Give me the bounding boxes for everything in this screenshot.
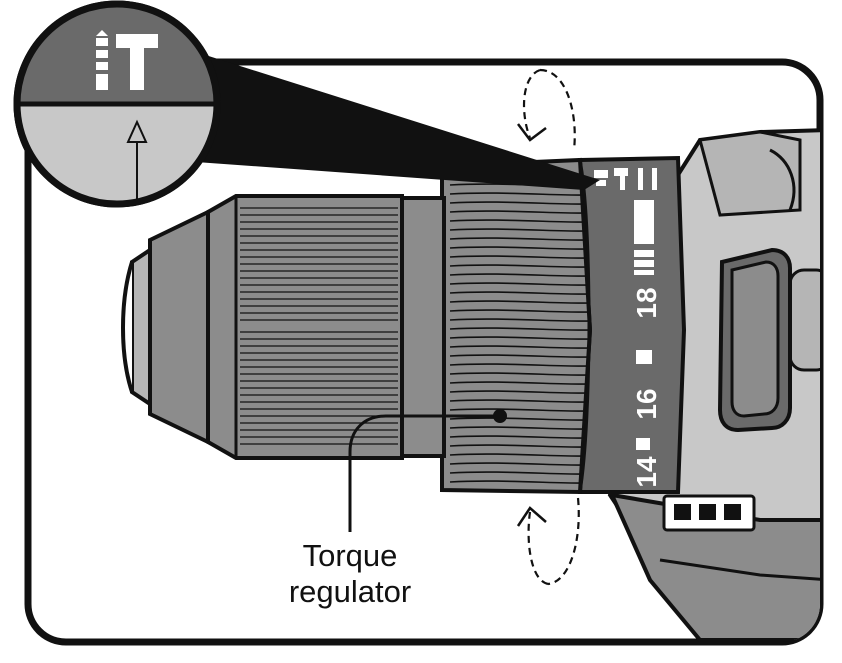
collar-rib <box>449 381 590 385</box>
scale-label-14: 14 <box>631 456 662 488</box>
collar-rib <box>449 462 590 466</box>
collar-rib <box>449 453 590 457</box>
collar-rib <box>449 480 590 484</box>
collar-rib <box>449 327 590 331</box>
hammer-drill-icon <box>116 34 158 90</box>
collar-rib <box>449 399 590 403</box>
collar-rib <box>449 318 590 322</box>
collar-rib <box>449 372 590 376</box>
collar-rib <box>449 426 590 430</box>
collar-rib <box>449 219 590 223</box>
rotation-arrows <box>516 68 580 586</box>
collar-rib <box>449 255 590 259</box>
collar-rib <box>449 354 590 358</box>
collar-rib <box>449 273 590 277</box>
collar-rib <box>449 345 590 349</box>
collar-rib <box>449 210 590 214</box>
torque-regulator-label: Torque <box>303 538 398 573</box>
collar-rib <box>449 291 590 295</box>
rotation-arrow-top <box>539 68 576 151</box>
scale-label-18: 18 <box>631 287 662 318</box>
chuck-sleeve <box>206 194 446 460</box>
magnifier-wedge <box>196 52 600 190</box>
collar-rib <box>449 237 590 241</box>
collar-rib <box>449 408 590 412</box>
collar-rib <box>449 390 590 394</box>
collar-rib <box>449 201 590 205</box>
rotation-arrow-bottom <box>547 497 580 586</box>
collar-rib <box>449 309 590 313</box>
drill-bit-icon <box>96 30 108 90</box>
collar-rib <box>449 417 590 421</box>
callout-leader <box>348 409 507 532</box>
collar-rib <box>449 300 590 304</box>
collar-rib <box>449 228 590 232</box>
collar-rib <box>449 336 590 340</box>
collar-rib <box>449 282 590 286</box>
collar-rib <box>449 471 590 475</box>
collar-rib <box>449 363 590 367</box>
collar-rib <box>449 264 590 268</box>
torque-regulator-collar <box>440 157 593 495</box>
collar-rib <box>449 435 590 439</box>
torque-scale-ring: 18 16 14 <box>577 155 687 494</box>
pointer-arrow-icon <box>126 119 148 200</box>
collar-rib <box>449 246 590 250</box>
collar-rib <box>449 444 590 448</box>
gear-selector <box>717 247 792 433</box>
torque-regulator-label-line2: regulator <box>289 574 411 609</box>
chuck-nose <box>121 208 210 446</box>
collar-rib <box>449 192 590 196</box>
scale-label-16: 16 <box>631 388 662 419</box>
